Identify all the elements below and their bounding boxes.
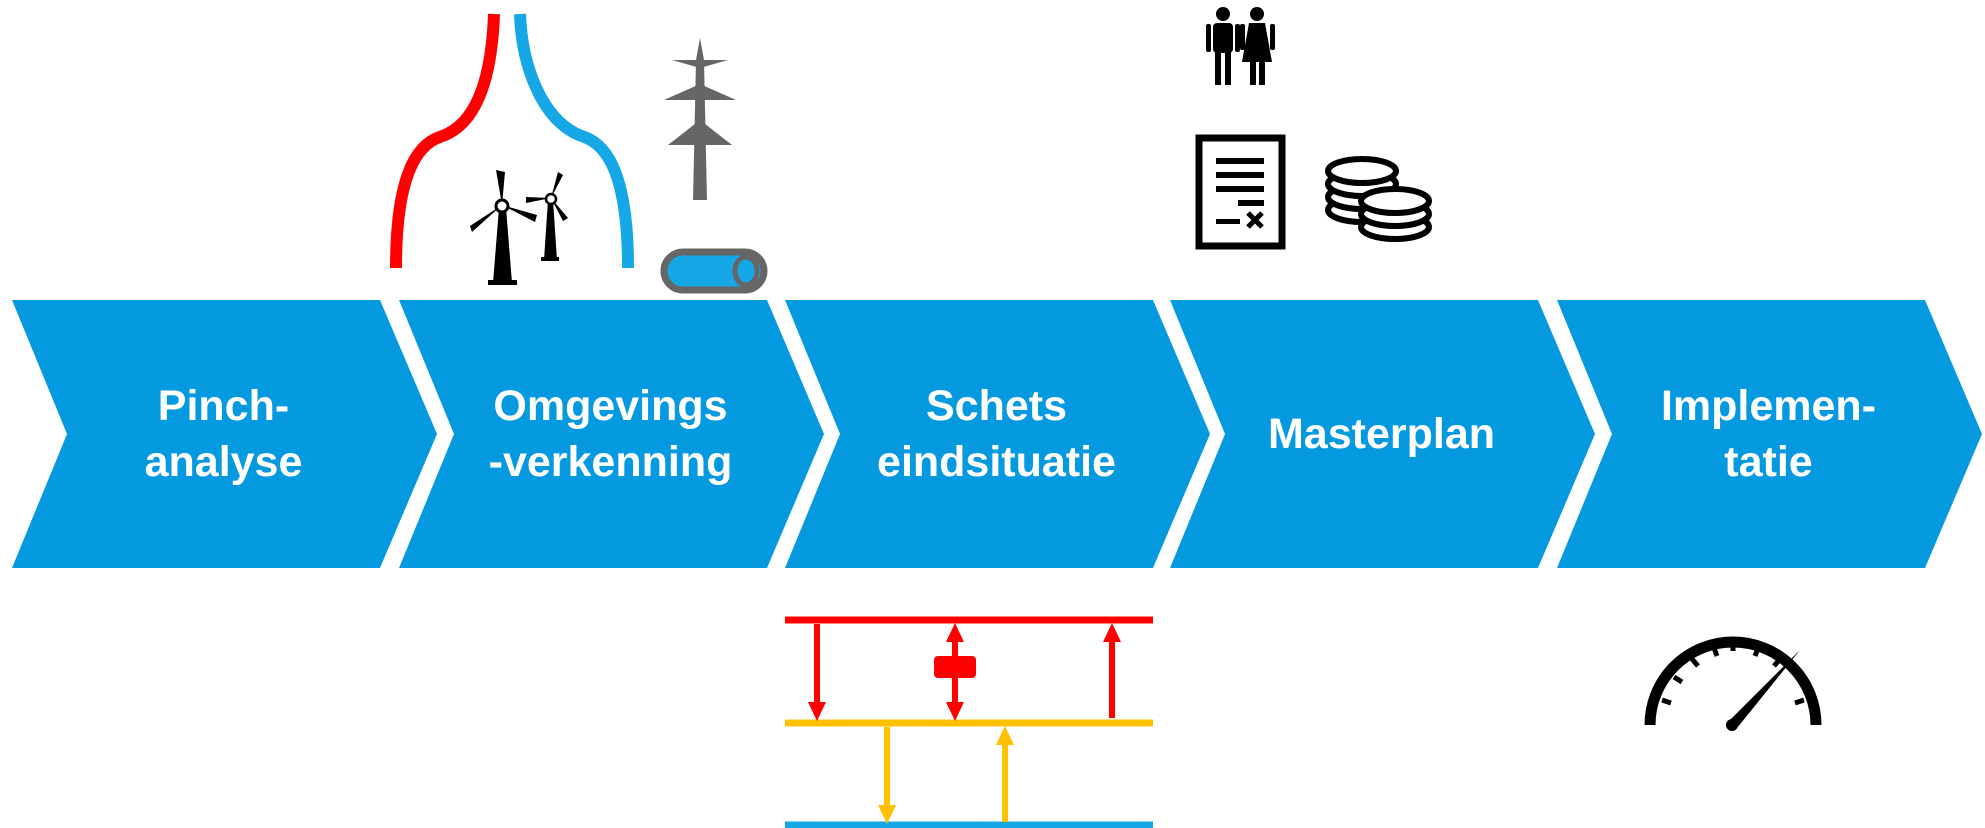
pipe-icon: [660, 248, 768, 294]
step-schets-label: Schets eindsituatie: [877, 382, 1116, 486]
power-pylon-icon: [664, 38, 736, 200]
people-icon: [1206, 7, 1275, 85]
chevron-implementatie: [1557, 300, 1982, 568]
chevron-omgeving: [399, 300, 824, 568]
wind-turbines-icon: [470, 170, 568, 285]
chevron-masterplan: [1170, 300, 1595, 568]
heat-exchange-icon: [390, 13, 634, 269]
energy-cascade-icon: [785, 616, 1153, 828]
contract-icon: [1195, 134, 1286, 250]
step-pinch-label: Pinch- analyse: [144, 382, 303, 486]
coins-icon: [1325, 156, 1432, 242]
speedometer-icon: [1644, 636, 1822, 731]
chevron-schets: [785, 300, 1210, 568]
step-implementatie-label: Implemen- tatie: [1660, 382, 1877, 486]
process-chevrons: [12, 300, 1982, 568]
step-masterplan-label: Masterplan: [1267, 410, 1495, 458]
chevron-pinch: [12, 300, 437, 568]
step-omgeving-label: Omgevings -verkenning: [488, 382, 733, 486]
